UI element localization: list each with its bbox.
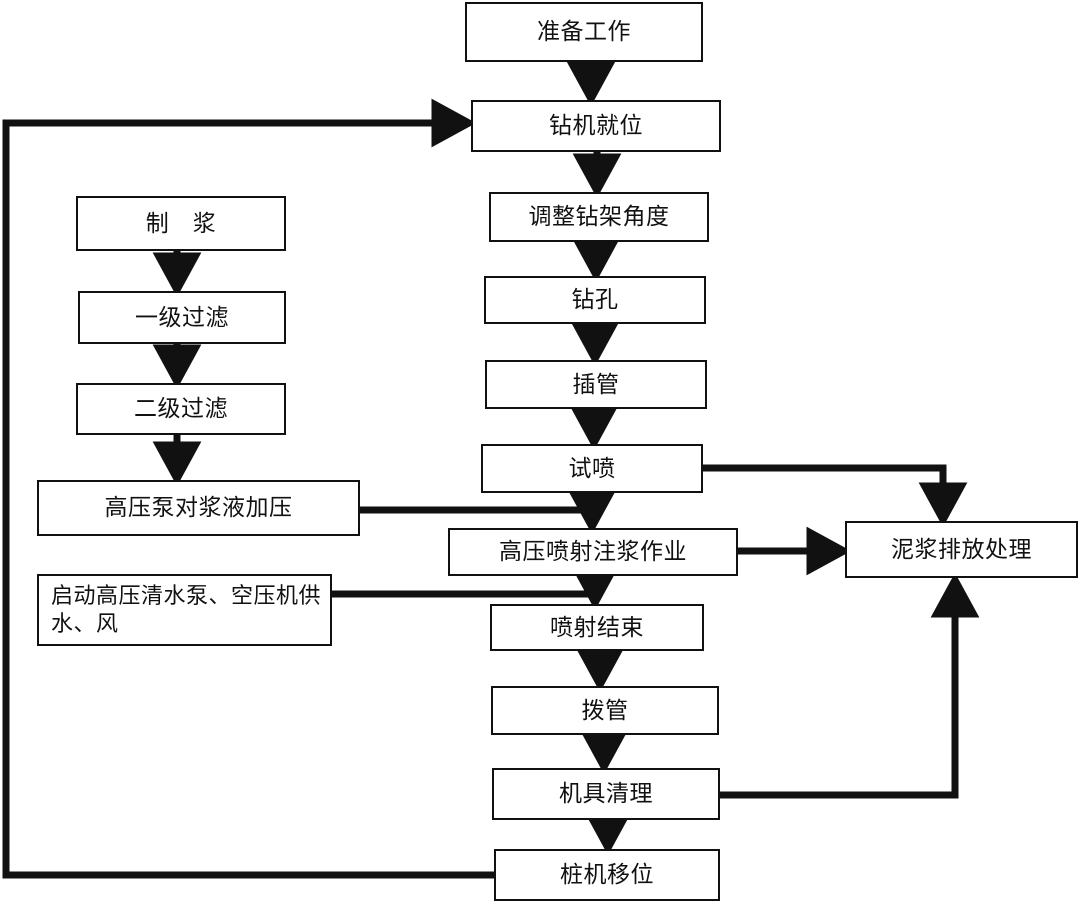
- node-label: 钻孔: [571, 287, 619, 313]
- node-insert-pipe[interactable]: 插管: [485, 360, 707, 409]
- node-high-pressure-grouting[interactable]: 高压喷射注浆作业: [448, 528, 738, 576]
- node-rig-position[interactable]: 钻机就位: [471, 100, 721, 152]
- node-label: 钻机就位: [549, 113, 643, 139]
- node-test-jet[interactable]: 试喷: [481, 444, 703, 493]
- node-label: 调整钻架角度: [528, 204, 670, 230]
- node-jet-end[interactable]: 喷射结束: [490, 604, 704, 651]
- edge-clean-tool-to-slurry-disposal: [720, 572, 980, 799]
- node-clean-tools[interactable]: 机具清理: [492, 768, 720, 820]
- node-label: 桩机移位: [560, 862, 654, 888]
- node-label: 启动高压清水泵、空压机供 水、风: [51, 582, 322, 636]
- node-slurry-disposal[interactable]: 泥浆排放处理: [845, 521, 1078, 578]
- node-label: 插管: [572, 371, 620, 397]
- node-label: 高压喷射注浆作业: [499, 539, 687, 565]
- edge-test-jet-to-slurry-disposal: [703, 464, 968, 528]
- node-label: 泥浆排放处理: [891, 536, 1032, 562]
- node-pressurize-slurry[interactable]: 高压泵对浆液加压: [37, 480, 360, 536]
- node-first-stage-filter[interactable]: 一级过滤: [78, 291, 286, 344]
- node-pull-pipe[interactable]: 拨管: [491, 686, 719, 735]
- node-second-stage-filter[interactable]: 二级过滤: [76, 383, 286, 435]
- node-label: 高压泵对浆液加压: [104, 495, 293, 521]
- node-label: 制 浆: [145, 210, 217, 236]
- node-label: 拨管: [581, 697, 629, 723]
- node-make-slurry[interactable]: 制 浆: [76, 196, 286, 251]
- node-label: 准备工作: [537, 19, 631, 45]
- node-prep[interactable]: 准备工作: [465, 2, 703, 62]
- node-adjust-rig-angle[interactable]: 调整钻架角度: [489, 192, 709, 242]
- node-label: 喷射结束: [550, 614, 644, 640]
- node-label: 机具清理: [559, 781, 653, 807]
- node-move-pile-rig[interactable]: 桩机移位: [494, 849, 720, 901]
- node-start-pumps-compressor[interactable]: 启动高压清水泵、空压机供 水、风: [37, 574, 332, 646]
- node-label: 试喷: [568, 455, 616, 481]
- node-label: 二级过滤: [134, 396, 228, 422]
- node-label: 一级过滤: [135, 304, 229, 330]
- node-drill-hole[interactable]: 钻孔: [484, 276, 706, 324]
